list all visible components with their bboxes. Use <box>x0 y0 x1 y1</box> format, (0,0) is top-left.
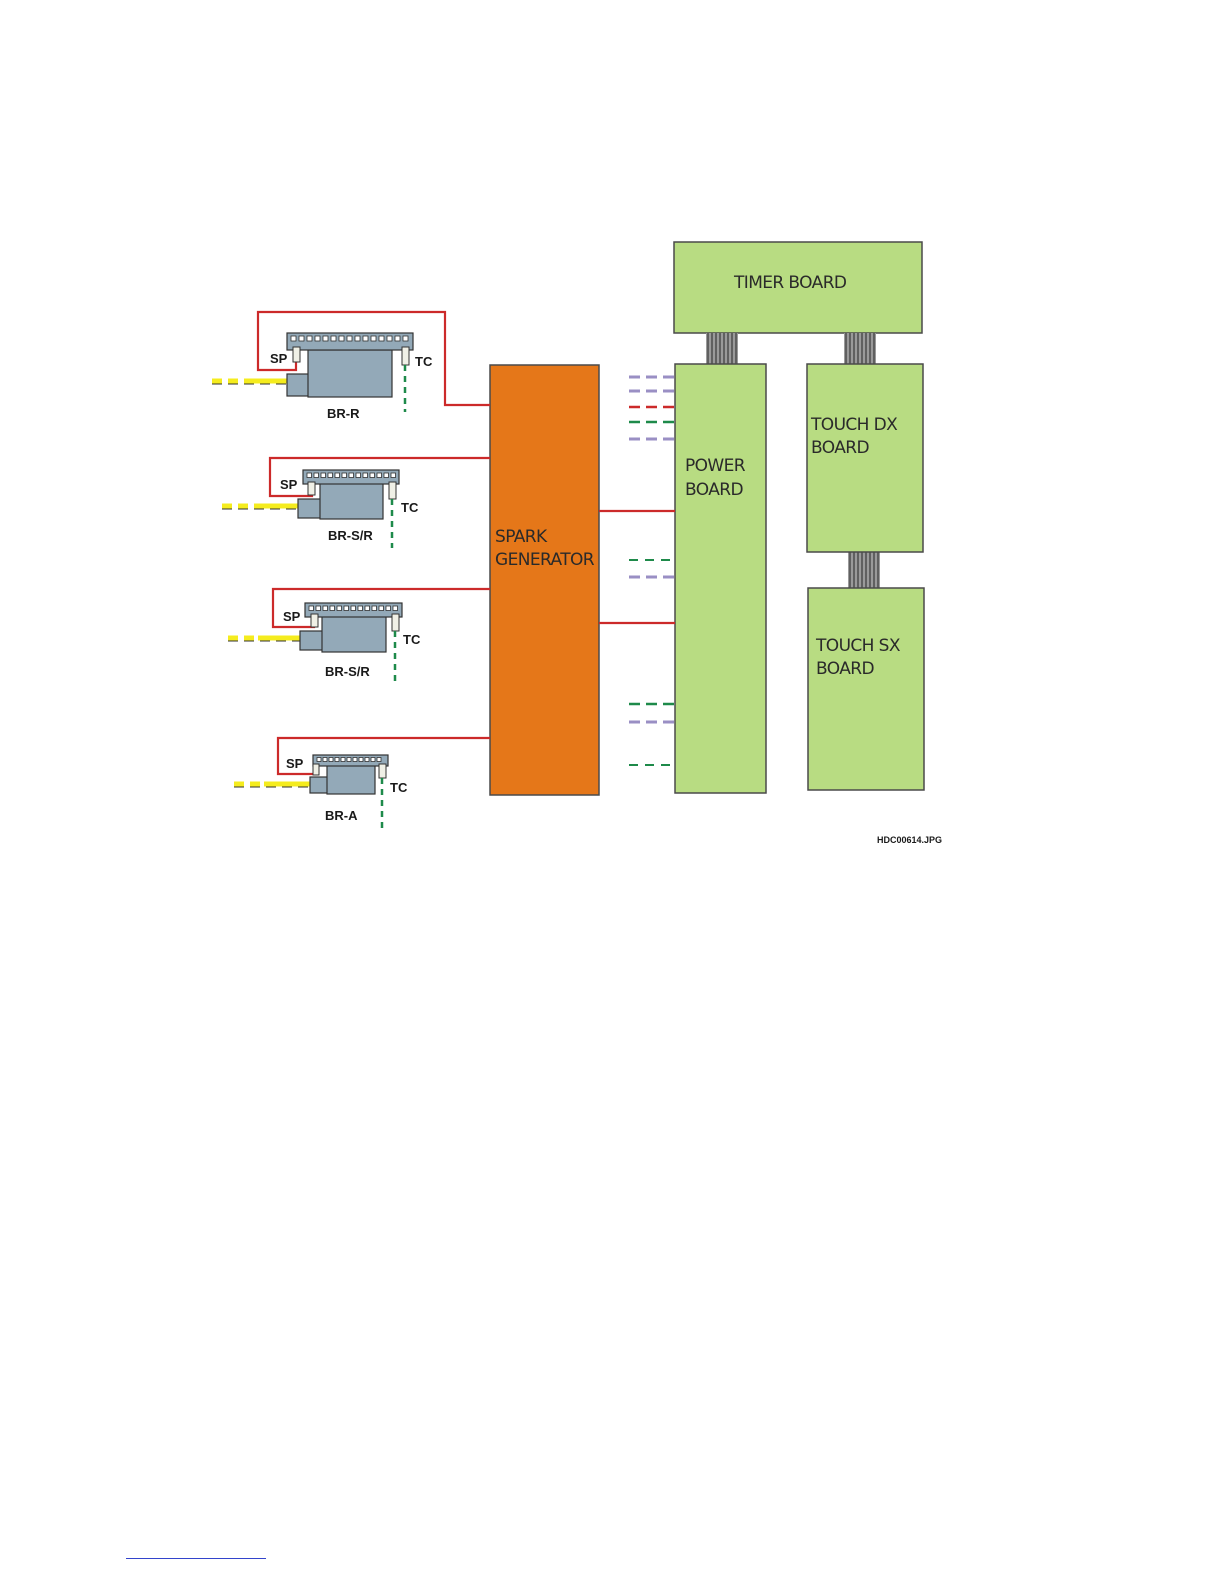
touch-dx-board: TOUCH DX BOARD <box>807 364 923 552</box>
sp-label-br-r: SP <box>270 351 288 366</box>
burner-br-s-r-1: SP TC BR-S/R <box>222 458 490 548</box>
touch-sx-board: TOUCH SX BOARD <box>808 588 924 790</box>
sp-label-br-s-r-1: SP <box>280 477 298 492</box>
spark-plug-br-a <box>313 764 319 775</box>
timer-board: TIMER BOARD <box>674 242 922 333</box>
touch-sx-board-label-line2: BOARD <box>816 659 874 679</box>
valve-body-br-s-r-2 <box>322 615 386 652</box>
spark-generator: SPARK GENERATOR <box>490 365 599 795</box>
tc-label-br-r: TC <box>415 354 433 369</box>
valve-body-br-a <box>327 764 375 794</box>
power-board-dashed-wires <box>629 377 675 765</box>
tc-label-br-a: TC <box>390 780 408 795</box>
thermocouple-br-s-r-1 <box>389 482 396 499</box>
burner-br-r: SP TC BR-R <box>212 312 490 421</box>
thermocouple-br-s-r-2 <box>392 614 399 631</box>
spark-plug-br-r <box>293 347 300 362</box>
touch-dx-board-label-line2: BOARD <box>811 438 869 458</box>
tc-label-br-s-r-2: TC <box>403 632 421 647</box>
tc-label-br-s-r-1: TC <box>401 500 419 515</box>
burner-name-br-a: BR-A <box>325 808 358 823</box>
ribbon-cable-touch-dx-touch-sx <box>848 552 880 588</box>
burner-name-br-s-r-1: BR-S/R <box>328 528 373 543</box>
spark-generator-label-line2: GENERATOR <box>495 550 595 570</box>
burner-name-br-s-r-2: BR-S/R <box>325 664 370 679</box>
power-board-label-line2: BOARD <box>685 480 743 500</box>
ribbon-cable-timer-power <box>706 333 738 365</box>
burner-head-br-r <box>287 333 413 350</box>
thermocouple-br-a <box>379 764 386 778</box>
image-file-label: HDC00614.JPG <box>877 835 942 845</box>
power-board: POWER BOARD <box>675 364 766 793</box>
touch-sx-board-label-line1: TOUCH SX <box>815 636 901 656</box>
footnote-separator-line <box>126 1558 266 1559</box>
burner-name-br-r: BR-R <box>327 406 360 421</box>
burner-br-s-r-2: SP TC BR-S/R <box>228 589 490 682</box>
spark-plug-br-s-r-2 <box>311 614 318 627</box>
burner-br-a: SP TC BR-A <box>234 738 490 828</box>
spark-to-power-wires <box>599 511 675 623</box>
touch-dx-board-label-line1: TOUCH DX <box>810 415 898 435</box>
timer-board-label: TIMER BOARD <box>733 273 847 293</box>
valve-body-br-r <box>308 350 392 397</box>
power-board-label-line1: POWER <box>685 456 746 476</box>
ribbon-cable-timer-touch-dx <box>844 333 876 365</box>
sp-label-br-a: SP <box>286 756 304 771</box>
spark-plug-br-s-r-1 <box>308 482 315 495</box>
valve-body-br-s-r-1 <box>320 483 383 519</box>
thermocouple-br-r <box>402 347 409 365</box>
sp-label-br-s-r-2: SP <box>283 609 301 624</box>
spark-generator-label-line1: SPARK <box>495 527 548 547</box>
